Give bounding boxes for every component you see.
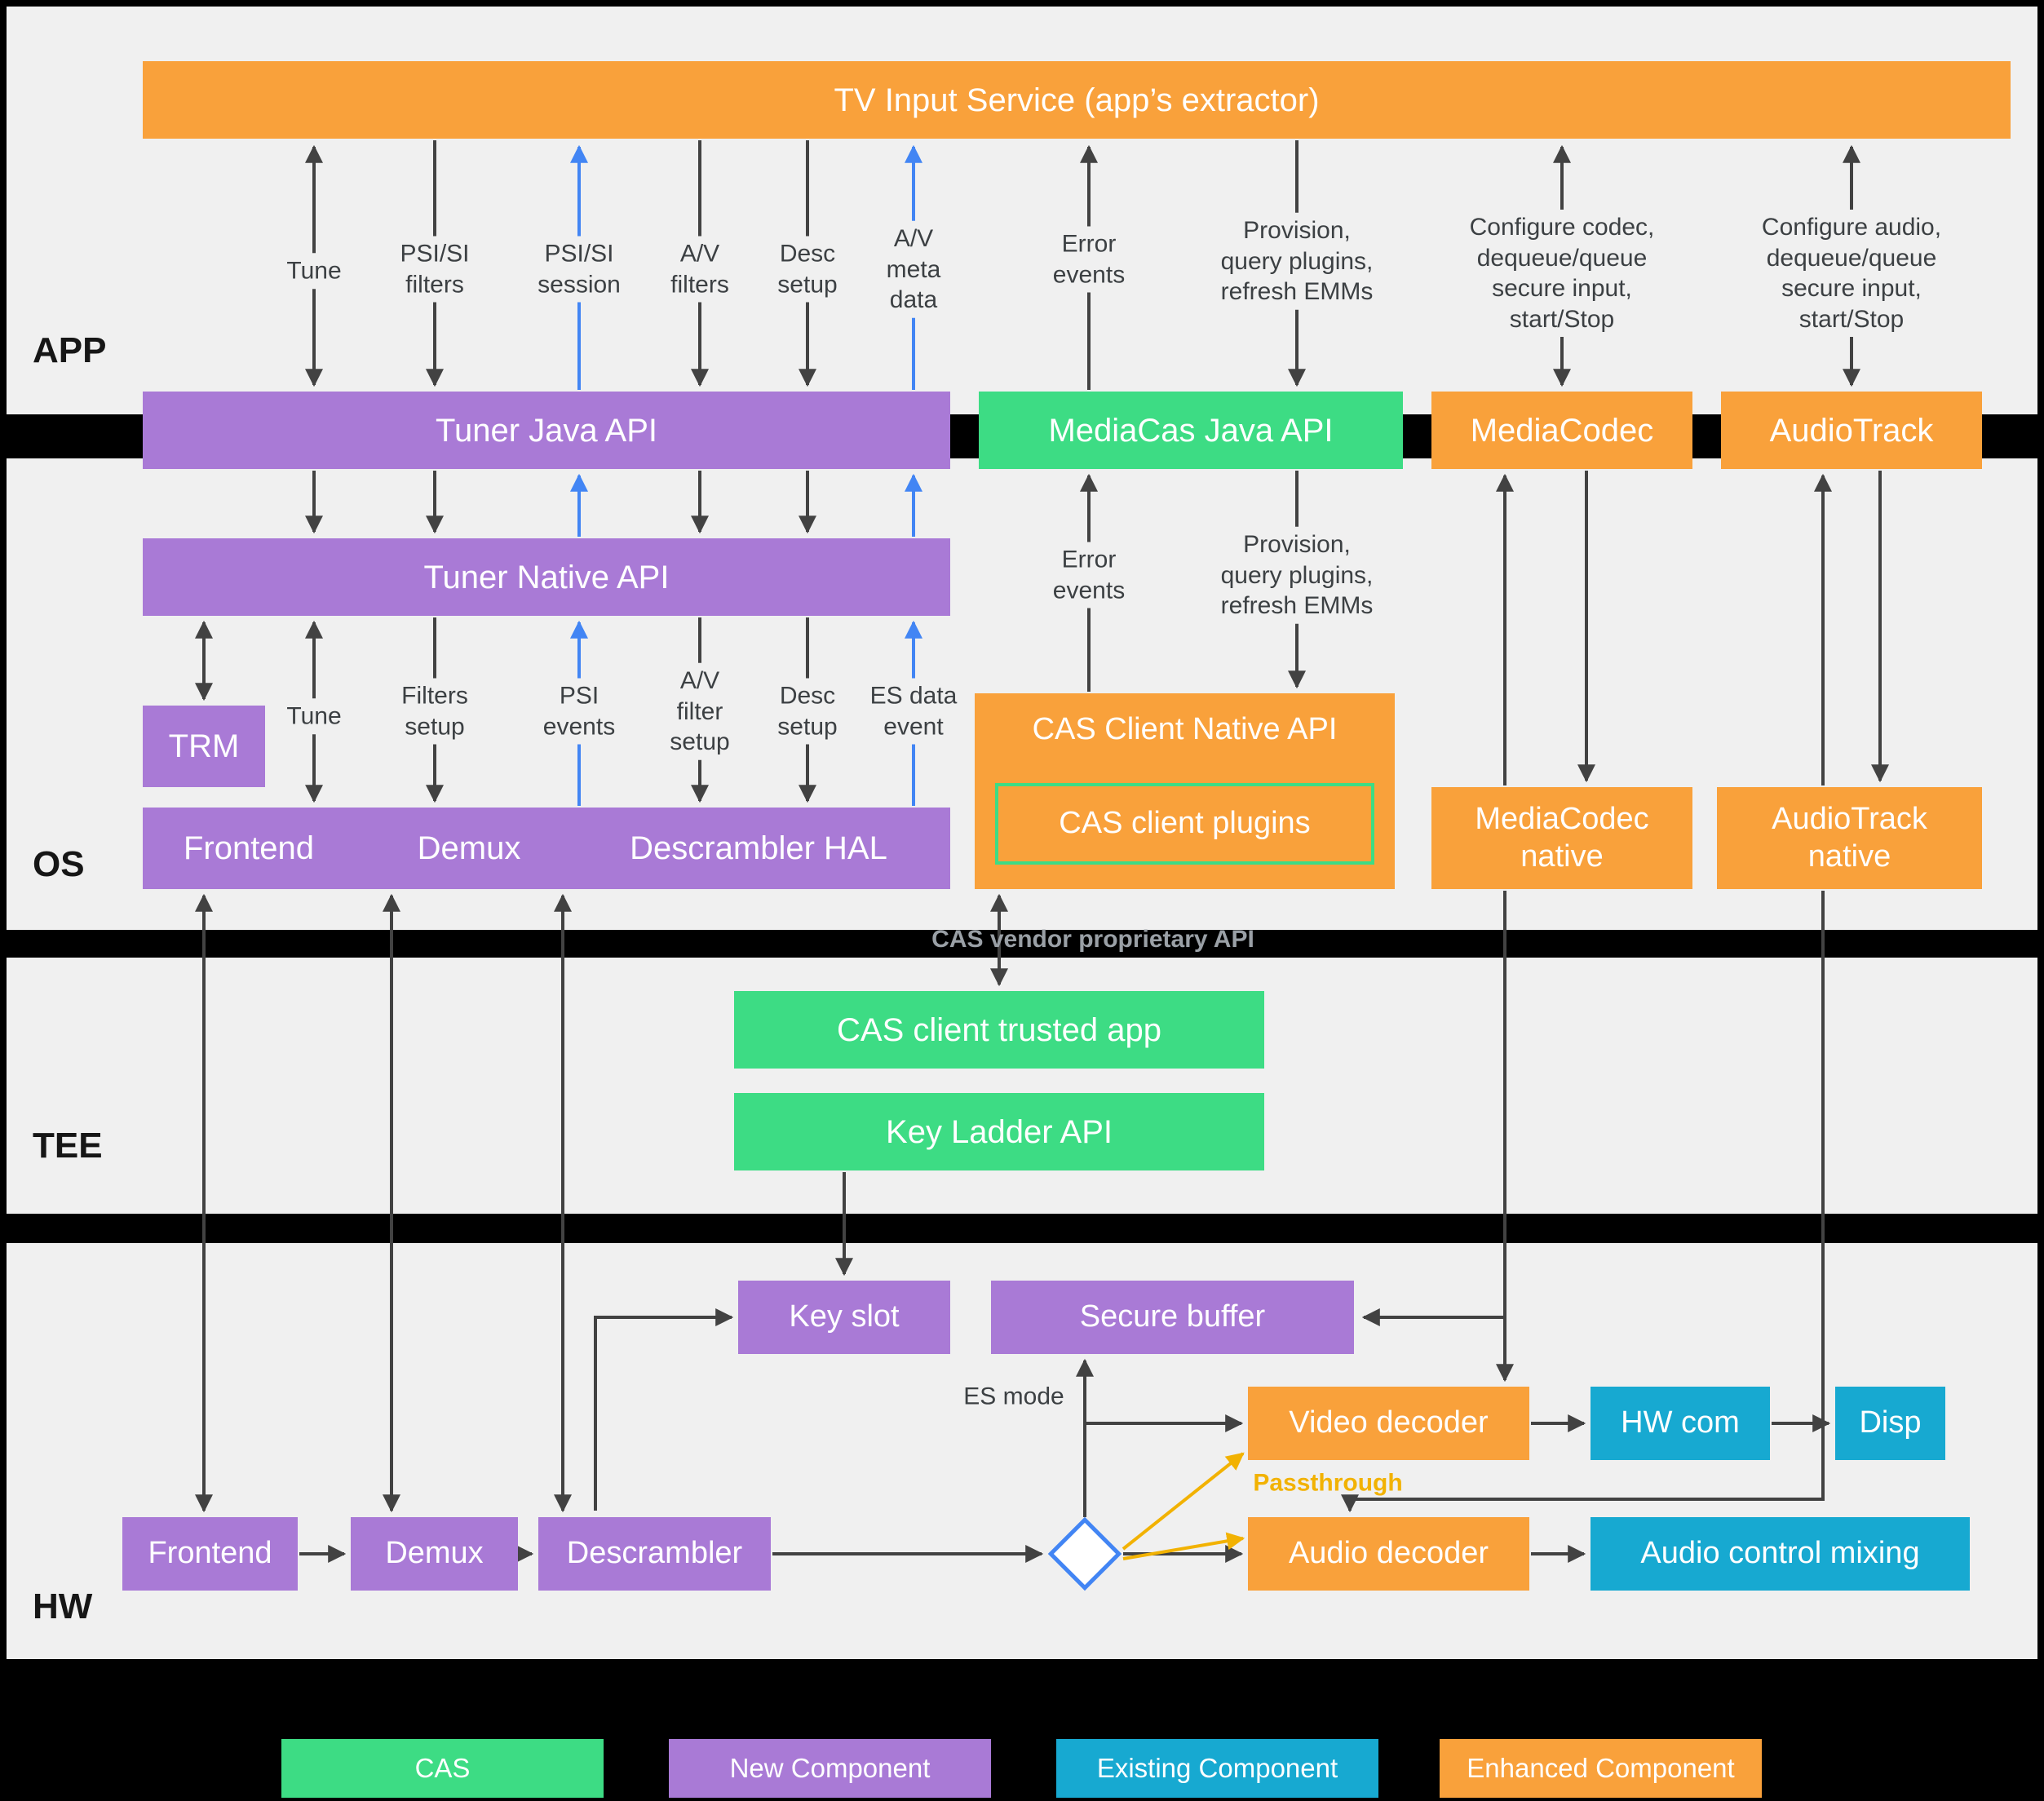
label-os-av-filter-setup: A/V filter setup (665, 662, 735, 760)
label-app-provision: Provision, query plugins, refresh EMMs (1215, 212, 1378, 310)
label-app-av-meta-data: A/V meta data (881, 220, 946, 318)
mediacodec-box: MediaCodec (1431, 392, 1692, 469)
cas-client-plugins-box: CAS client plugins (995, 783, 1374, 865)
hw-frontend-box: Frontend (122, 1517, 298, 1591)
legend-cas: CAS (281, 1739, 604, 1798)
label-passthrough: Passthrough (1253, 1469, 1403, 1497)
hal-demux-label: Demux (417, 830, 521, 866)
audiotrack-native-box: AudioTrack native (1717, 787, 1982, 889)
label-os-filters-setup: Filters setup (396, 678, 473, 745)
arrow-descrambler-key-slot (594, 1308, 734, 1511)
key-ladder-api-box: Key Ladder API (734, 1093, 1264, 1170)
hw-descrambler-box: Descrambler (538, 1517, 771, 1591)
label-app-tune: Tune (281, 253, 347, 289)
label-app-psi-si-session: PSI/SI session (533, 236, 626, 303)
label-es-mode: ES mode (963, 1383, 1064, 1410)
hw-demux-box: Demux (351, 1517, 518, 1591)
label-os-provision: Provision, query plugins, refresh EMMs (1215, 526, 1378, 624)
tuner-native-api-box: Tuner Native API (143, 538, 950, 616)
label-app-error-events: Error events (1047, 226, 1130, 293)
label-app-psi-si-filters: PSI/SI filters (395, 236, 475, 303)
legend-new-component: New Component (669, 1739, 991, 1798)
hal-frontend-label: Frontend (183, 830, 315, 866)
label-os-tune: Tune (281, 698, 347, 734)
cas-client-native-api-label: CAS Client Native API (1032, 712, 1338, 746)
label-os-desc-setup: Desc setup (772, 678, 843, 745)
cas-client-native-api-box: CAS Client Native API CAS client plugins (975, 693, 1395, 889)
mediacodec-native-box: MediaCodec native (1431, 787, 1692, 889)
cas-client-plugins-label: CAS client plugins (1059, 806, 1311, 841)
tuner-hal-bar: Frontend Demux Descrambler HAL (143, 808, 950, 889)
hw-composer-box: HW com (1591, 1387, 1770, 1460)
label-app-configure-audio: Configure audio, dequeue/queue secure in… (1756, 210, 1947, 337)
arrow-passthrough-audio-decoder (1122, 1532, 1245, 1560)
cas-vendor-proprietary-api-label: CAS vendor proprietary API (931, 926, 1254, 953)
audio-control-mixing-box: Audio control mixing (1591, 1517, 1970, 1591)
section-label-tee: TEE (33, 1126, 103, 1166)
hal-descrambler-label: Descrambler HAL (630, 830, 887, 866)
audiotrack-box: AudioTrack (1721, 392, 1982, 469)
label-os-psi-events: PSI events (538, 678, 621, 745)
label-app-av-filters: A/V filters (666, 236, 734, 303)
legend-enhanced-component: Enhanced Component (1440, 1739, 1762, 1798)
section-label-os: OS (33, 844, 85, 884)
section-label-hw: HW (33, 1586, 93, 1626)
audio-decoder-box: Audio decoder (1248, 1517, 1529, 1591)
tv-input-service-box: TV Input Service (app’s extractor) (143, 61, 2011, 139)
secure-buffer-box: Secure buffer (991, 1281, 1354, 1354)
arrow-audiotrack-native-audio-decoder (1341, 891, 1825, 1513)
mediacas-java-api-box: MediaCas Java API (979, 392, 1403, 469)
label-app-desc-setup: Desc setup (772, 236, 843, 303)
section-label-app: APP (33, 330, 107, 370)
trm-box: TRM (143, 706, 265, 787)
legend-existing-component: Existing Component (1056, 1739, 1378, 1798)
label-os-es-data-event: ES data event (865, 678, 962, 745)
display-box: Disp (1835, 1387, 1945, 1460)
label-os-error-events: Error events (1047, 542, 1130, 608)
key-slot-box: Key slot (738, 1281, 950, 1354)
cas-client-trusted-app-box: CAS client trusted app (734, 991, 1264, 1069)
tuner-java-api-box: Tuner Java API (143, 392, 950, 469)
video-decoder-box: Video decoder (1248, 1387, 1529, 1460)
arrow-passthrough-video-decoder (1122, 1452, 1245, 1551)
label-app-configure-codec: Configure codec, dequeue/queue secure in… (1464, 210, 1660, 337)
